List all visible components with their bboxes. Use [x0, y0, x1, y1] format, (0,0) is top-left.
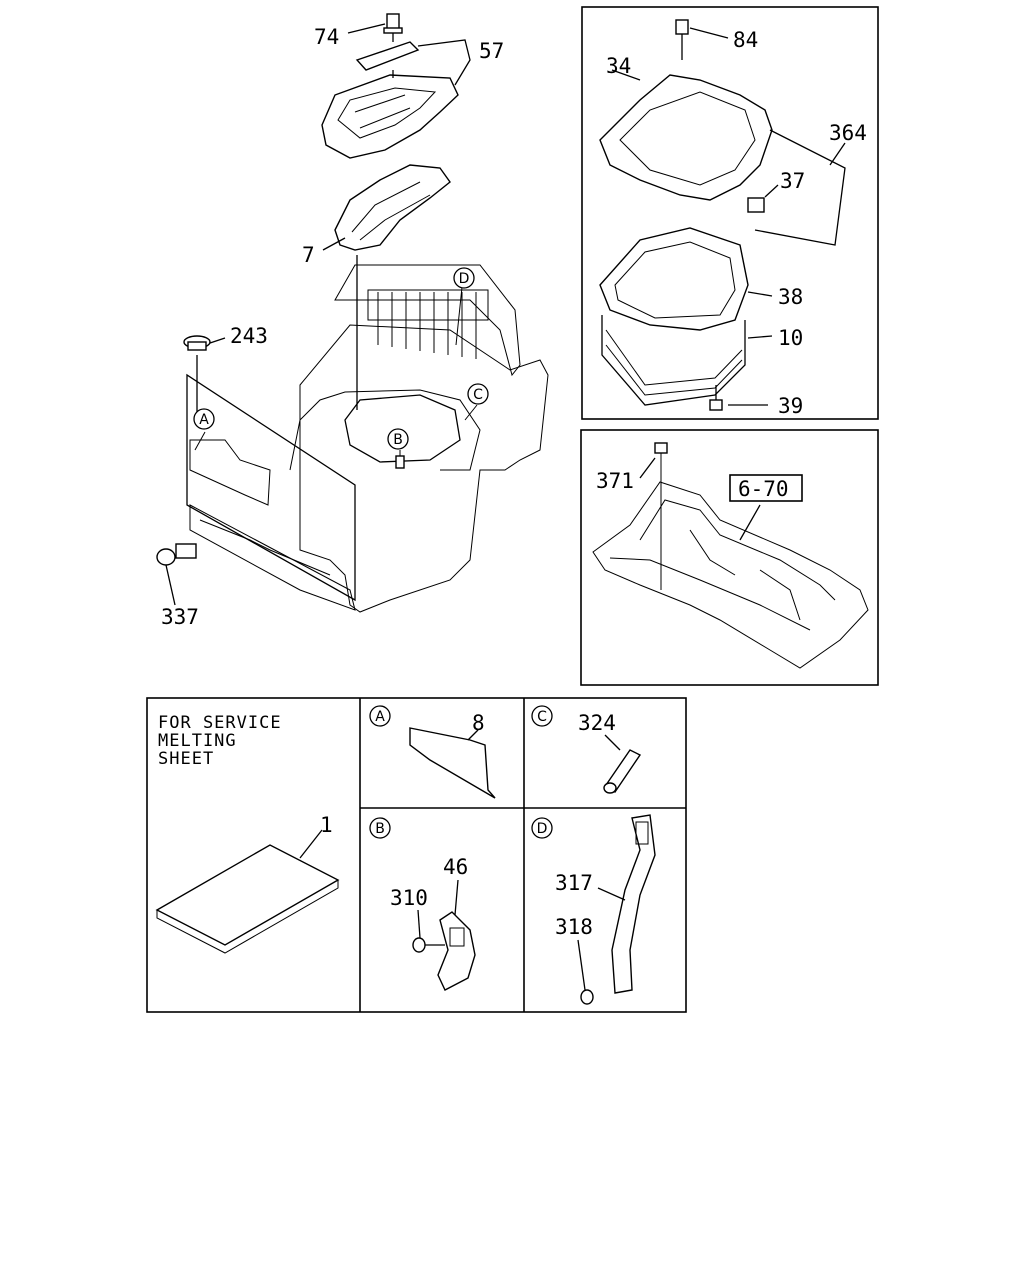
tray-34 — [599, 74, 773, 201]
detail-table: FOR SERVICE MELTING SHEET 1 A 8 C 324 B … — [146, 697, 687, 1013]
circle-c-main: C — [473, 387, 483, 403]
wire-364 — [754, 129, 846, 246]
floor-panel — [592, 481, 869, 669]
callout-39: 39 — [778, 394, 803, 418]
ref-box-6-70 — [729, 474, 803, 502]
callout-1: 1 — [320, 813, 333, 837]
callout-10: 10 — [778, 326, 803, 350]
tray-38 — [599, 227, 749, 331]
service-note-line1: FOR SERVICE — [158, 713, 282, 733]
circle-d-main: D — [459, 271, 470, 287]
melting-sheet-1 — [155, 844, 340, 946]
circle-a-cell: A — [375, 709, 385, 725]
service-note-line3: SHEET — [158, 749, 214, 769]
callout-310: 310 — [390, 886, 428, 910]
screw-318 — [580, 989, 594, 1005]
circle-b-cell: B — [375, 821, 385, 837]
callout-74: 74 — [314, 25, 339, 49]
callout-371: 371 — [596, 469, 634, 493]
callout-37: 37 — [780, 169, 805, 193]
top-right-detail: 84 34 364 37 38 10 39 — [581, 6, 879, 420]
bolt-74 — [383, 13, 403, 42]
clip-b — [395, 455, 405, 469]
callout-57: 57 — [479, 39, 504, 63]
circle-a-main: A — [199, 412, 209, 428]
strap-317 — [611, 814, 656, 994]
nut-371 — [654, 442, 668, 454]
callout-6-70: 6-70 — [738, 477, 789, 501]
callout-243: 243 — [230, 324, 268, 348]
panel-a — [186, 373, 356, 602]
bolt-310 — [412, 937, 426, 953]
callout-7: 7 — [302, 243, 315, 267]
callout-8: 8 — [472, 711, 485, 735]
base-10 — [601, 315, 746, 406]
service-note-line2: MELTING — [158, 731, 237, 751]
bracket-plate — [355, 41, 420, 71]
circle-c-cell: C — [537, 709, 547, 725]
pad-8 — [409, 727, 496, 799]
callout-46: 46 — [443, 855, 468, 879]
plug-337 — [156, 548, 176, 566]
callout-337: 337 — [161, 605, 199, 629]
foot-37 — [747, 197, 765, 213]
cover-7 — [334, 164, 451, 251]
callout-34: 34 — [606, 54, 631, 78]
rib-group — [367, 289, 489, 359]
callout-364: 364 — [829, 121, 867, 145]
circle-d-cell: D — [537, 821, 548, 837]
screw-39 — [709, 399, 723, 411]
floor-detail: 371 6-70 — [580, 429, 879, 686]
bracket-46 — [437, 911, 476, 991]
callout-317: 317 — [555, 871, 593, 895]
callout-84: 84 — [733, 28, 758, 52]
callout-324: 324 — [578, 711, 616, 735]
circle-b-main: B — [393, 432, 403, 448]
main-assembly: A B C D 74 57 7 243 337 — [156, 13, 549, 629]
callout-38: 38 — [778, 285, 803, 309]
callout-318: 318 — [555, 915, 593, 939]
